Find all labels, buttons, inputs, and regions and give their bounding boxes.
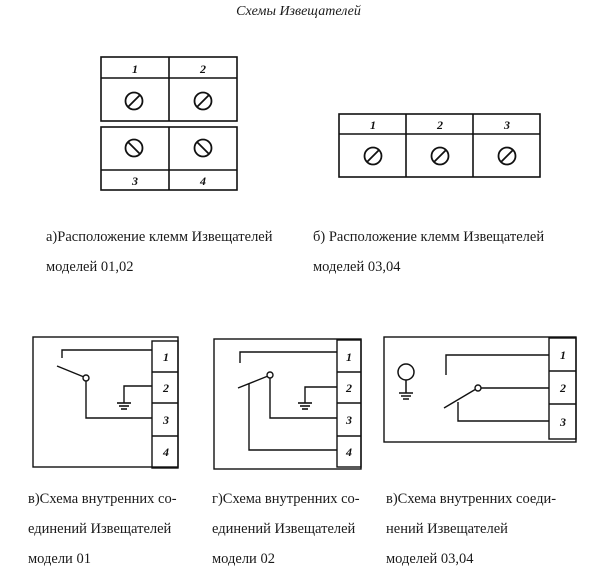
terminal-label: 1 (132, 62, 138, 76)
terminal-label: 3 (559, 415, 566, 429)
schematic-models-03-04: 1 2 3 (383, 336, 577, 443)
caption-v-model-01: в)Схема внутренних со- единений Извещате… (28, 491, 177, 567)
screw-icon (193, 138, 213, 158)
page-title: Схемы Извещателей (236, 4, 361, 19)
terminal-label: 3 (131, 174, 138, 188)
terminal-label: 2 (559, 381, 566, 395)
terminal-label: 1 (346, 350, 352, 364)
caption-a: а)Расположение клемм Извещателей моделей… (46, 229, 273, 275)
caption-g-model-02: г)Схема внутренних со- единений Извещате… (212, 491, 360, 567)
ground-icon (298, 402, 312, 410)
terminal-label: 4 (345, 445, 352, 459)
terminal-label: 2 (345, 381, 352, 395)
terminal-label: 4 (199, 174, 206, 188)
terminal-label: 2 (436, 118, 443, 132)
terminal-label: 1 (370, 118, 376, 132)
terminal-label: 4 (162, 445, 169, 459)
terminal-label: 3 (162, 413, 169, 427)
sensor-ground-icon (397, 363, 415, 400)
screw-icon (363, 146, 383, 166)
terminal-block-models-03-04 (338, 113, 541, 178)
caption-v-models-03-04: в)Схема внутренних соеди- нений Извещате… (386, 491, 557, 567)
ground-icon (117, 402, 131, 410)
terminal-label: 2 (162, 381, 169, 395)
screw-icon (430, 146, 450, 166)
screw-icon (124, 91, 144, 111)
schematic-model-01: 1 2 3 4 (32, 336, 179, 469)
terminal-label: 3 (345, 413, 352, 427)
screw-icon (193, 91, 213, 111)
terminal-label: 2 (199, 62, 206, 76)
schematic-model-02: 1 2 3 4 (213, 338, 362, 470)
screw-icon (124, 138, 144, 158)
caption-b: б) Расположение клемм Извещателей моделе… (313, 229, 545, 275)
terminal-label: 1 (163, 350, 169, 364)
screw-icon (497, 146, 517, 166)
terminal-label: 3 (503, 118, 510, 132)
terminal-label: 1 (560, 348, 566, 362)
